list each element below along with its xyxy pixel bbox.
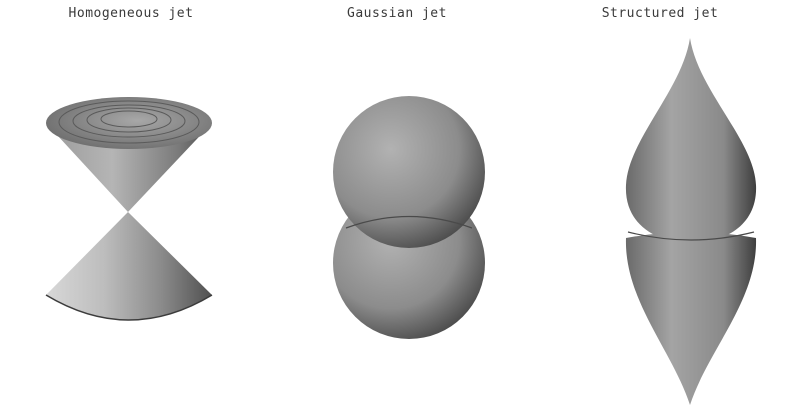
double-sphere-icon bbox=[262, 0, 532, 411]
panel-gaussian-jet: Gaussian jet bbox=[262, 0, 532, 411]
panel-structured-jet: Structured jet bbox=[532, 0, 788, 411]
double-cone-icon bbox=[0, 0, 262, 411]
double-teardrop-icon bbox=[532, 0, 788, 411]
panel-homogeneous-jet: Homogeneous jet bbox=[0, 0, 262, 411]
